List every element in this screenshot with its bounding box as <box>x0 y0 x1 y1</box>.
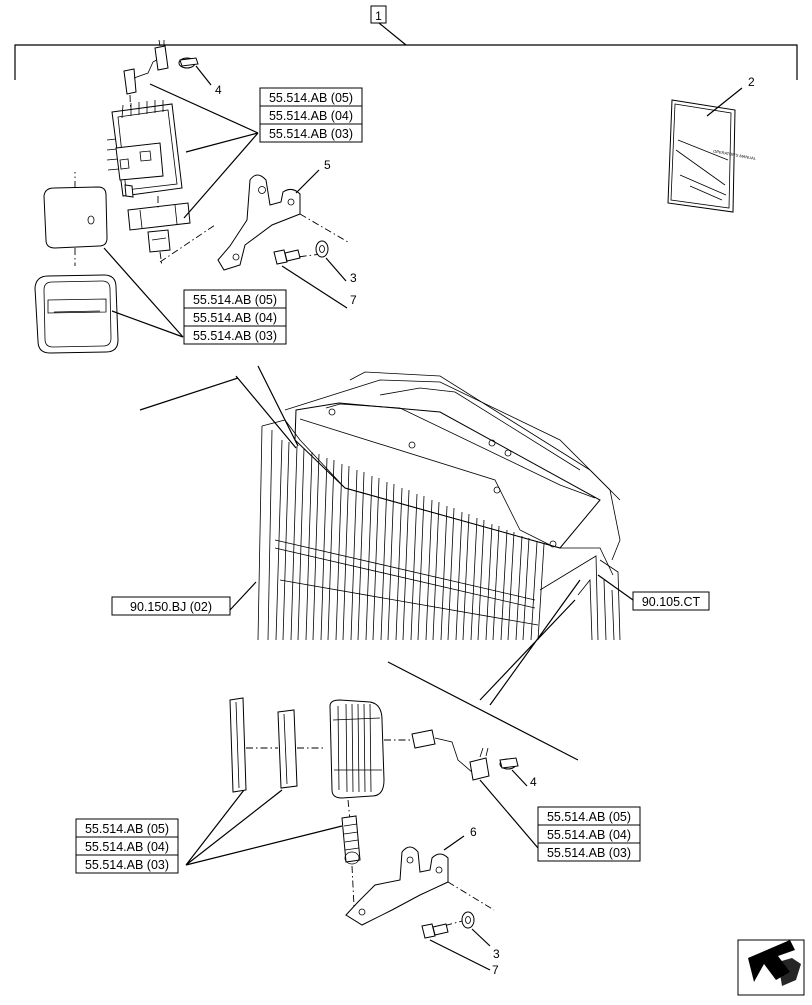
ref-group-upper-lamp: 55.514.AB (05) 55.514.AB (04) 55.514.AB (0… <box>259 87 363 143</box>
ref-box <box>75 854 179 874</box>
ref-code[interactable]: 55.514.AB (03) <box>85 858 169 872</box>
lower-lens-outer <box>229 697 247 793</box>
ref-code[interactable]: 55.514.AB (03) <box>193 329 277 343</box>
ref-box <box>183 325 287 345</box>
ref-code[interactable]: 55.514.AB (05) <box>547 810 631 824</box>
upper-washer: 3 <box>315 240 357 285</box>
ref-code[interactable]: 55.514.AB (04) <box>193 311 277 325</box>
assembly-number: 1 <box>375 9 382 23</box>
ref-code[interactable]: 55.514.AB (03) <box>547 846 631 860</box>
upper-cap-number: 4 <box>215 83 222 97</box>
lower-cap: 4 <box>499 757 537 789</box>
ref-code[interactable]: 55.514.AB (05) <box>269 91 353 105</box>
cab-ref-left-text: 90.150.BJ (02) <box>130 600 212 614</box>
ref-group-upper-lens: 55.514.AB (05) 55.514.AB (04) 55.514.AB (0… <box>183 289 287 345</box>
assembly-callout: 1 <box>14 5 798 80</box>
manual-number: 2 <box>748 75 755 89</box>
upper-connector <box>123 39 169 121</box>
ref-leaders <box>103 83 539 866</box>
lower-lamp-housing <box>329 699 410 821</box>
upper-bracket: 5 <box>159 158 349 271</box>
ref-code[interactable]: 55.514.AB (04) <box>85 840 169 854</box>
cab-ref-right: 90.105.CT <box>632 591 710 611</box>
ref-code[interactable]: 55.514.AB (05) <box>85 822 169 836</box>
ref-group-lower-lens: 55.514.AB (05) 55.514.AB (04) 55.514.AB (0… <box>75 818 179 874</box>
ref-code[interactable]: 55.514.AB (05) <box>193 293 277 307</box>
upper-washer-number: 3 <box>350 271 357 285</box>
arrow-left-icon[interactable] <box>737 939 805 996</box>
cab-ref-left: 90.150.BJ (02) <box>111 596 231 616</box>
upper-lamp-mount <box>127 196 191 267</box>
upper-bolt: 7 <box>273 249 357 309</box>
lower-bracket: 6 <box>345 825 495 929</box>
ref-group-lower-connector: 55.514.AB (05) 55.514.AB (04) 55.514.AB (0… <box>537 806 641 862</box>
upper-bracket-number: 5 <box>324 158 331 172</box>
ref-code[interactable]: 55.514.AB (03) <box>269 127 353 141</box>
lower-connector <box>411 729 490 781</box>
ref-box <box>259 123 363 143</box>
lower-bolt: 7 <box>421 923 499 977</box>
lower-bracket-number: 6 <box>470 825 477 839</box>
ref-code[interactable]: 55.514.AB (04) <box>547 828 631 842</box>
upper-lens <box>43 172 108 266</box>
lower-washer-number: 3 <box>493 947 500 961</box>
lower-cap-number: 4 <box>530 775 537 789</box>
cab-ref-right-text: 90.105.CT <box>642 595 701 609</box>
ref-code[interactable]: 55.514.AB (04) <box>269 109 353 123</box>
upper-bolt-number: 7 <box>350 293 357 307</box>
lower-lens-inner <box>246 709 326 789</box>
lower-bolt-number: 7 <box>492 963 499 977</box>
lower-washer: 3 <box>461 911 500 961</box>
upper-lamp-housing <box>106 100 183 198</box>
ref-box <box>537 842 641 862</box>
operators-manual: OPERATOR'S MANUAL 2 <box>667 75 757 213</box>
upper-bezel <box>34 274 119 354</box>
upper-cap: 4 <box>178 57 222 97</box>
cab-illustration <box>139 365 634 761</box>
lower-lamp-mount <box>341 815 361 907</box>
